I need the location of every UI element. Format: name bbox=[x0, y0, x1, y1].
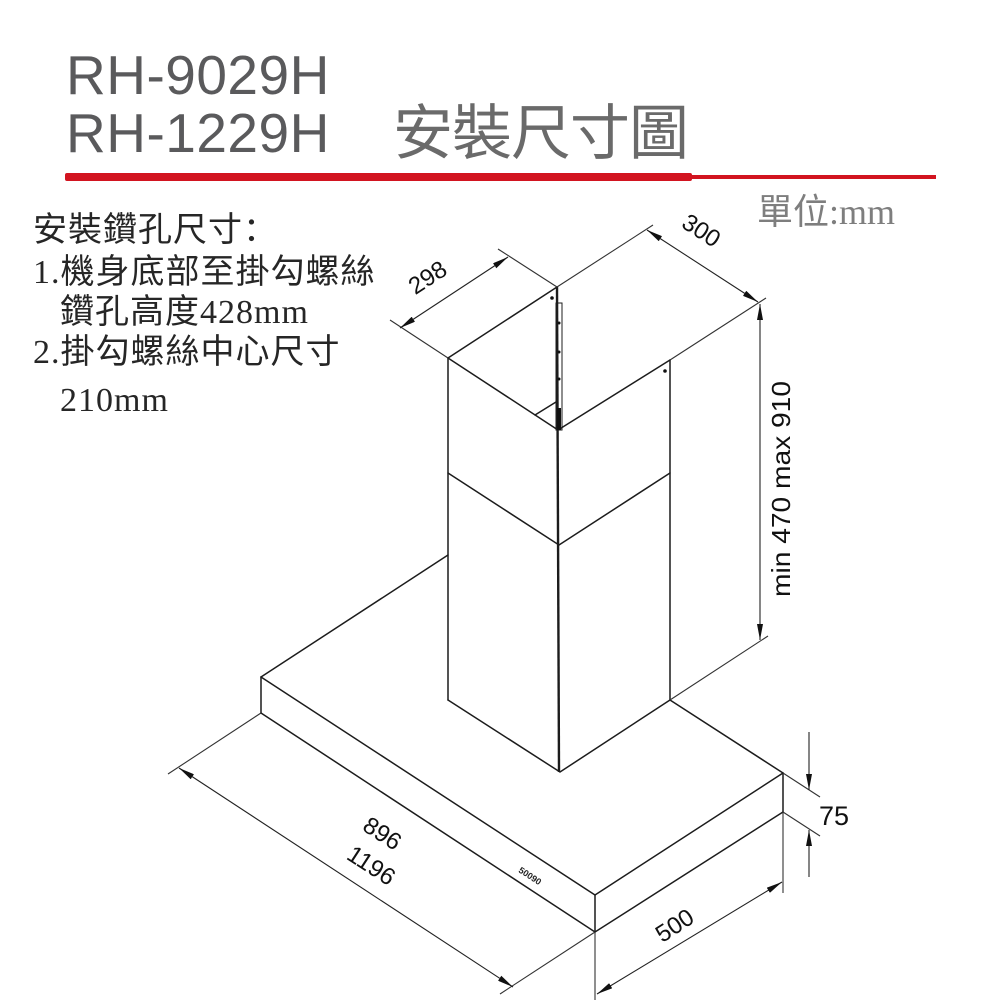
model-number-rh1229h: RH-1229H bbox=[66, 102, 330, 164]
dimension-label-body-depth: 500 bbox=[651, 904, 699, 948]
extension-lines bbox=[167, 224, 821, 1000]
note-item-1: 1.機身底部至掛勾螺絲 bbox=[33, 253, 376, 293]
notes-heading: 安裝鑽孔尺寸： bbox=[33, 212, 278, 249]
wall-bracket bbox=[550, 296, 667, 431]
note-item-2-sub: 210mm bbox=[60, 382, 169, 419]
dimension-label-chimney-height: min 470 max 910 bbox=[766, 381, 796, 597]
dimension-label-chimney-depth: 298 bbox=[404, 256, 452, 300]
note-item-2: 2.掛勾螺絲中心尺寸 bbox=[33, 333, 341, 373]
dimension-line-chimney-depth bbox=[399, 256, 509, 329]
unit-label: 單位:mm bbox=[757, 192, 896, 232]
dimension-lines bbox=[178, 229, 812, 995]
note-item-2-text: 掛勾螺絲中心尺寸 bbox=[60, 334, 341, 371]
page-title: 安裝尺寸圖 bbox=[393, 99, 689, 169]
dimension-line-body-width bbox=[178, 767, 514, 988]
dimension-line-body-depth bbox=[596, 881, 783, 995]
dimension-label-body-thickness: 75 bbox=[819, 801, 849, 831]
note-item-1-text: 機身底部至掛勾螺絲 bbox=[60, 254, 376, 291]
title-underline-thin bbox=[690, 175, 936, 179]
dimension-label-chimney-width: 300 bbox=[677, 209, 725, 253]
title-underline-thick bbox=[65, 173, 692, 181]
model-number-rh9029h: RH-9029H bbox=[66, 44, 330, 106]
note-item-1-number: 1. bbox=[33, 254, 61, 291]
note-item-2-number: 2. bbox=[33, 334, 61, 371]
dimension-line-chimney-width bbox=[646, 229, 759, 303]
chimney-outline bbox=[447, 286, 671, 773]
note-item-1-sub: 鑽孔高度428mm bbox=[60, 294, 309, 331]
